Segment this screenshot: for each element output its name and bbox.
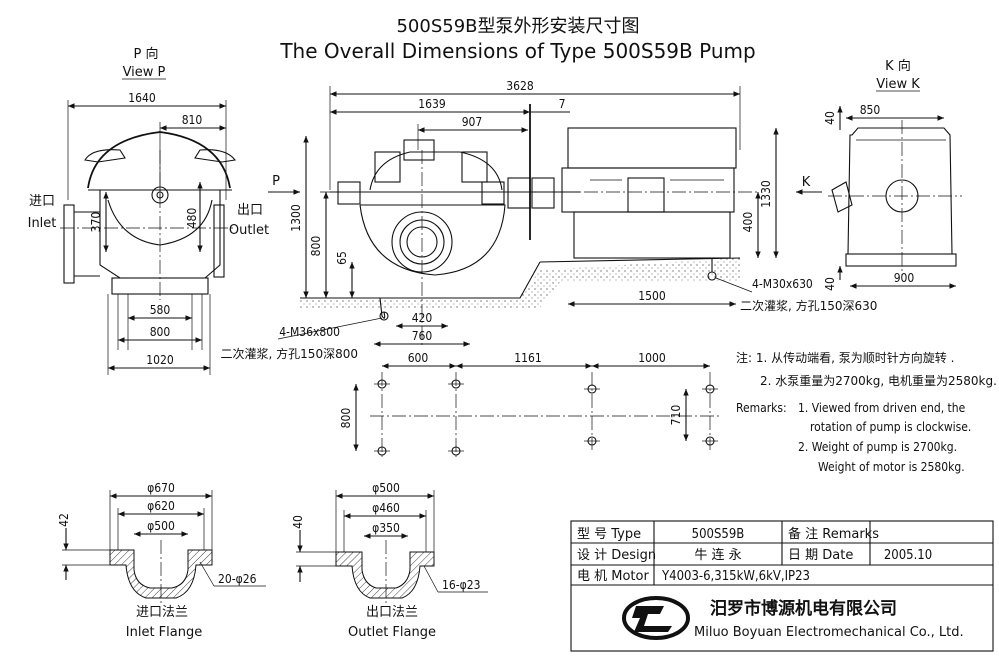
arrow-p-label: P xyxy=(272,174,280,189)
motor-grout: 二次灌浆, 方孔150深630 xyxy=(740,298,877,313)
dim-s-1500: 1500 xyxy=(638,289,666,303)
dim-k-850: 850 xyxy=(860,103,881,117)
company-logo xyxy=(622,596,690,640)
inlet-flange-cn: 进口法兰 xyxy=(136,605,188,620)
table-motor-value: Y4003-6,315kW,6kV,IP23 xyxy=(661,569,810,584)
dim-p-1020: 1020 xyxy=(146,353,174,367)
view-side: 3628 1639 7 907 P xyxy=(221,79,878,361)
in-dia-670: φ670 xyxy=(147,481,175,495)
dim-p-1640: 1640 xyxy=(128,91,156,105)
note-en-2a: 2. Weight of pump is 2700kg. xyxy=(798,440,957,454)
dim-s-907: 907 xyxy=(462,115,483,129)
note-cn-1: 注: 1. 从传动端看, 泵为顺时针方向旋转 . xyxy=(736,350,954,365)
note-en-head: Remarks: xyxy=(736,401,787,415)
outlet-flange-cn: 出口法兰 xyxy=(366,605,418,620)
table-date-label: 日 期 Date xyxy=(788,548,853,563)
dim-s-800: 800 xyxy=(309,236,323,257)
motor-bolt: 4-M30x630 xyxy=(752,277,813,291)
table-design-value: 牛 连 永 xyxy=(694,547,741,563)
title-cn: 500S59B型泵外形安装尺寸图 xyxy=(396,16,639,37)
dim-k-40b: 40 xyxy=(823,277,837,291)
dim-s-3628: 3628 xyxy=(506,79,534,93)
arrow-k-label: K xyxy=(802,175,811,190)
in-dia-500: φ500 xyxy=(147,519,175,533)
dim-s-760: 760 xyxy=(412,329,433,343)
title-block: 型 号 Type 500S59B 备 注 Remarks 设 计 Design … xyxy=(570,520,994,652)
dim-p-370: 370 xyxy=(89,212,103,233)
dim-s-7: 7 xyxy=(559,97,566,111)
p-inlet-en: Inlet xyxy=(28,216,57,231)
note-en-1b: rotation of pump is clockwise. xyxy=(810,420,971,434)
title-en: The Overall Dimensions of Type 500S59B P… xyxy=(279,39,755,63)
outlet-flange: φ500 φ460 φ350 40 16-φ23 出口法兰 Outlet Fla… xyxy=(291,481,488,640)
table-type-value: 500S59B xyxy=(692,527,745,542)
view-k: K 向 View K K 850 40 40 900 xyxy=(796,58,962,291)
p-inlet-cn: 进口 xyxy=(29,194,55,209)
dim-p-480: 480 xyxy=(185,208,199,229)
dim-f-800: 800 xyxy=(339,408,353,429)
notes: 注: 1. 从传动端看, 泵为顺时针方向旋转 . 2. 水泵重量为2700kg,… xyxy=(736,350,997,474)
out-dia-500: φ500 xyxy=(372,481,400,495)
out-holes: 16-φ23 xyxy=(442,578,480,592)
dim-f-1000: 1000 xyxy=(638,351,666,365)
company-name-cn: 汨罗市博源机电有限公司 xyxy=(710,598,897,619)
view-k-label-cn: K 向 xyxy=(885,58,911,74)
note-en-2b: Weight of motor is 2580kg. xyxy=(818,460,965,474)
table-motor-label: 电 机 Motor xyxy=(577,569,649,584)
table-type-label: 型 号 Type xyxy=(577,527,641,542)
dim-p-810: 810 xyxy=(182,113,203,127)
out-thk-40: 40 xyxy=(291,515,305,529)
dim-p-800: 800 xyxy=(150,325,171,339)
inlet-flange-en: Inlet Flange xyxy=(126,625,202,640)
foundation-holes xyxy=(374,379,718,456)
dim-k-40a: 40 xyxy=(823,111,837,125)
in-dia-620: φ620 xyxy=(147,499,175,513)
company-name-en: Miluo Boyuan Electromechanical Co., Ltd. xyxy=(694,625,964,640)
view-p: P 向 View P 1640 810 370 480 xyxy=(28,46,269,375)
view-k-label-en: View K xyxy=(876,77,920,92)
pump-grout: 二次灌浆, 方孔150深800 xyxy=(221,346,358,361)
dim-s-1639: 1639 xyxy=(418,97,446,111)
table-remarks-label: 备 注 Remarks xyxy=(788,526,879,542)
dim-s-1300: 1300 xyxy=(289,204,303,232)
table-date-value: 2005.10 xyxy=(884,548,932,563)
dim-f-600: 600 xyxy=(408,351,429,365)
note-en-1a: 1. Viewed from driven end, the xyxy=(798,401,966,415)
p-outlet-en: Outlet xyxy=(229,223,269,238)
in-thk-42: 42 xyxy=(57,513,71,527)
p-outlet-cn: 出口 xyxy=(237,203,263,218)
note-cn-2: 2. 水泵重量为2700kg, 电机重量为2580kg. xyxy=(760,374,997,388)
dim-f-1161: 1161 xyxy=(514,351,541,365)
view-p-label-en: View P xyxy=(123,65,166,80)
out-dia-460: φ460 xyxy=(372,501,400,515)
in-holes: 20-φ26 xyxy=(218,572,257,586)
inlet-flange: φ670 φ620 φ500 42 20-φ26 进口法兰 Inlet Flan… xyxy=(57,481,266,640)
dim-s-65: 65 xyxy=(335,251,349,265)
dim-s-1330: 1330 xyxy=(759,180,773,208)
out-dia-350: φ350 xyxy=(372,521,400,535)
dim-f-710: 710 xyxy=(669,405,683,426)
table-design-label: 设 计 Design xyxy=(577,548,656,563)
view-p-label-cn: P 向 xyxy=(134,46,159,62)
outlet-flange-en: Outlet Flange xyxy=(348,625,436,640)
foundation-plan: 600 1161 1000 800 710 xyxy=(339,351,720,460)
dim-k-900: 900 xyxy=(894,271,915,285)
dim-p-580: 580 xyxy=(150,303,171,317)
dim-s-400: 400 xyxy=(741,212,755,233)
dim-s-420: 420 xyxy=(412,311,433,325)
